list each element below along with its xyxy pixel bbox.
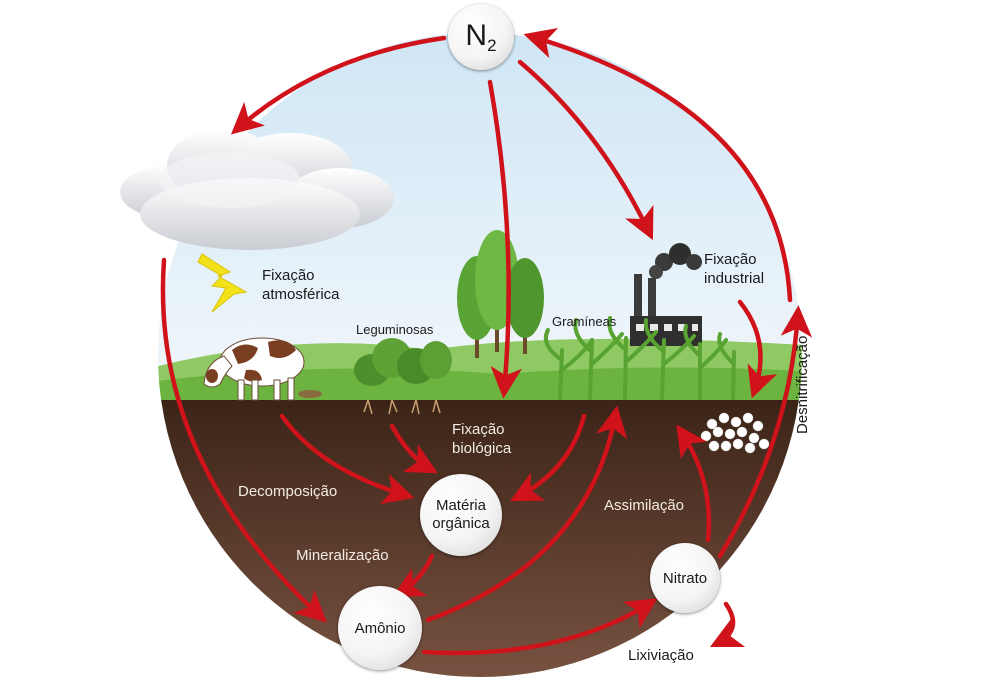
materia-line2: orgânica: [432, 515, 490, 532]
arrow-gramineas-to-materia: [510, 413, 587, 502]
arrow-amonio-to-nitrato: [421, 598, 658, 656]
label-assimilacao: Assimilação: [604, 497, 685, 514]
n2-subscript: 2: [487, 35, 497, 55]
corn-plants-icon: [543, 316, 736, 400]
label-leguminosas: Leguminosas: [356, 322, 434, 337]
cloud-icon: [120, 129, 394, 250]
arrow-nitrato-to-pellets: [676, 424, 712, 543]
nitrato-node: Nitrato: [650, 543, 720, 613]
amonio-node: Amônio: [338, 586, 422, 670]
lightning-icon: [197, 253, 248, 313]
arrow-factory-to-pellets: [737, 299, 778, 399]
fixacao-biologica-line1: Fixação: [452, 421, 505, 438]
arrow-nitrato-up-right: [717, 305, 813, 559]
amonio-label: Amônio: [354, 619, 406, 637]
arrow-n2-to-soil: [487, 79, 522, 399]
n2-node: N2: [448, 4, 514, 70]
fixacao-atmosferica-line2: atmosférica: [262, 286, 340, 303]
nitrato-label: Nitrato: [662, 569, 708, 587]
fixacao-atmosferica-line1: Fixação: [262, 267, 315, 284]
label-fixacao-industrial: Fixação industrial: [704, 250, 764, 288]
fertilizer-pellets-icon: [700, 412, 770, 454]
fixacao-industrial-line1: Fixação: [704, 251, 757, 268]
fixacao-biologica-line2: biológica: [452, 440, 512, 457]
label-lixiviacao: Lixiviação: [628, 647, 694, 664]
arrow-legumes-to-materia: [389, 423, 438, 474]
label-fixacao-biologica: Fixação biológica: [452, 420, 511, 458]
n2-base: N: [465, 18, 488, 52]
legume-plants-icon: [354, 338, 452, 415]
materia-line1: Matéria: [435, 497, 486, 514]
label-mineralizacao: Mineralização: [296, 547, 389, 564]
arrow-n2-to-factory: [517, 59, 654, 241]
arrow-right-to-n2: [523, 27, 793, 303]
cow-icon: [203, 337, 322, 401]
arrow-cloud-to-amonio: [160, 257, 327, 623]
label-desnitrificacao: Desnitrificação: [794, 335, 811, 434]
label-gramineas: Gramíneas: [552, 314, 617, 329]
arrow-assimilacao: [425, 405, 628, 623]
arrow-decomposicao: [279, 413, 415, 505]
fixacao-industrial-line2: industrial: [704, 270, 765, 287]
arrow-n2-to-cloud: [230, 35, 447, 135]
label-decomposicao: Decomposição: [238, 483, 338, 500]
label-fixacao-atmosferica: Fixação atmosférica: [262, 266, 340, 304]
arrow-lixiviacao: [709, 601, 746, 648]
